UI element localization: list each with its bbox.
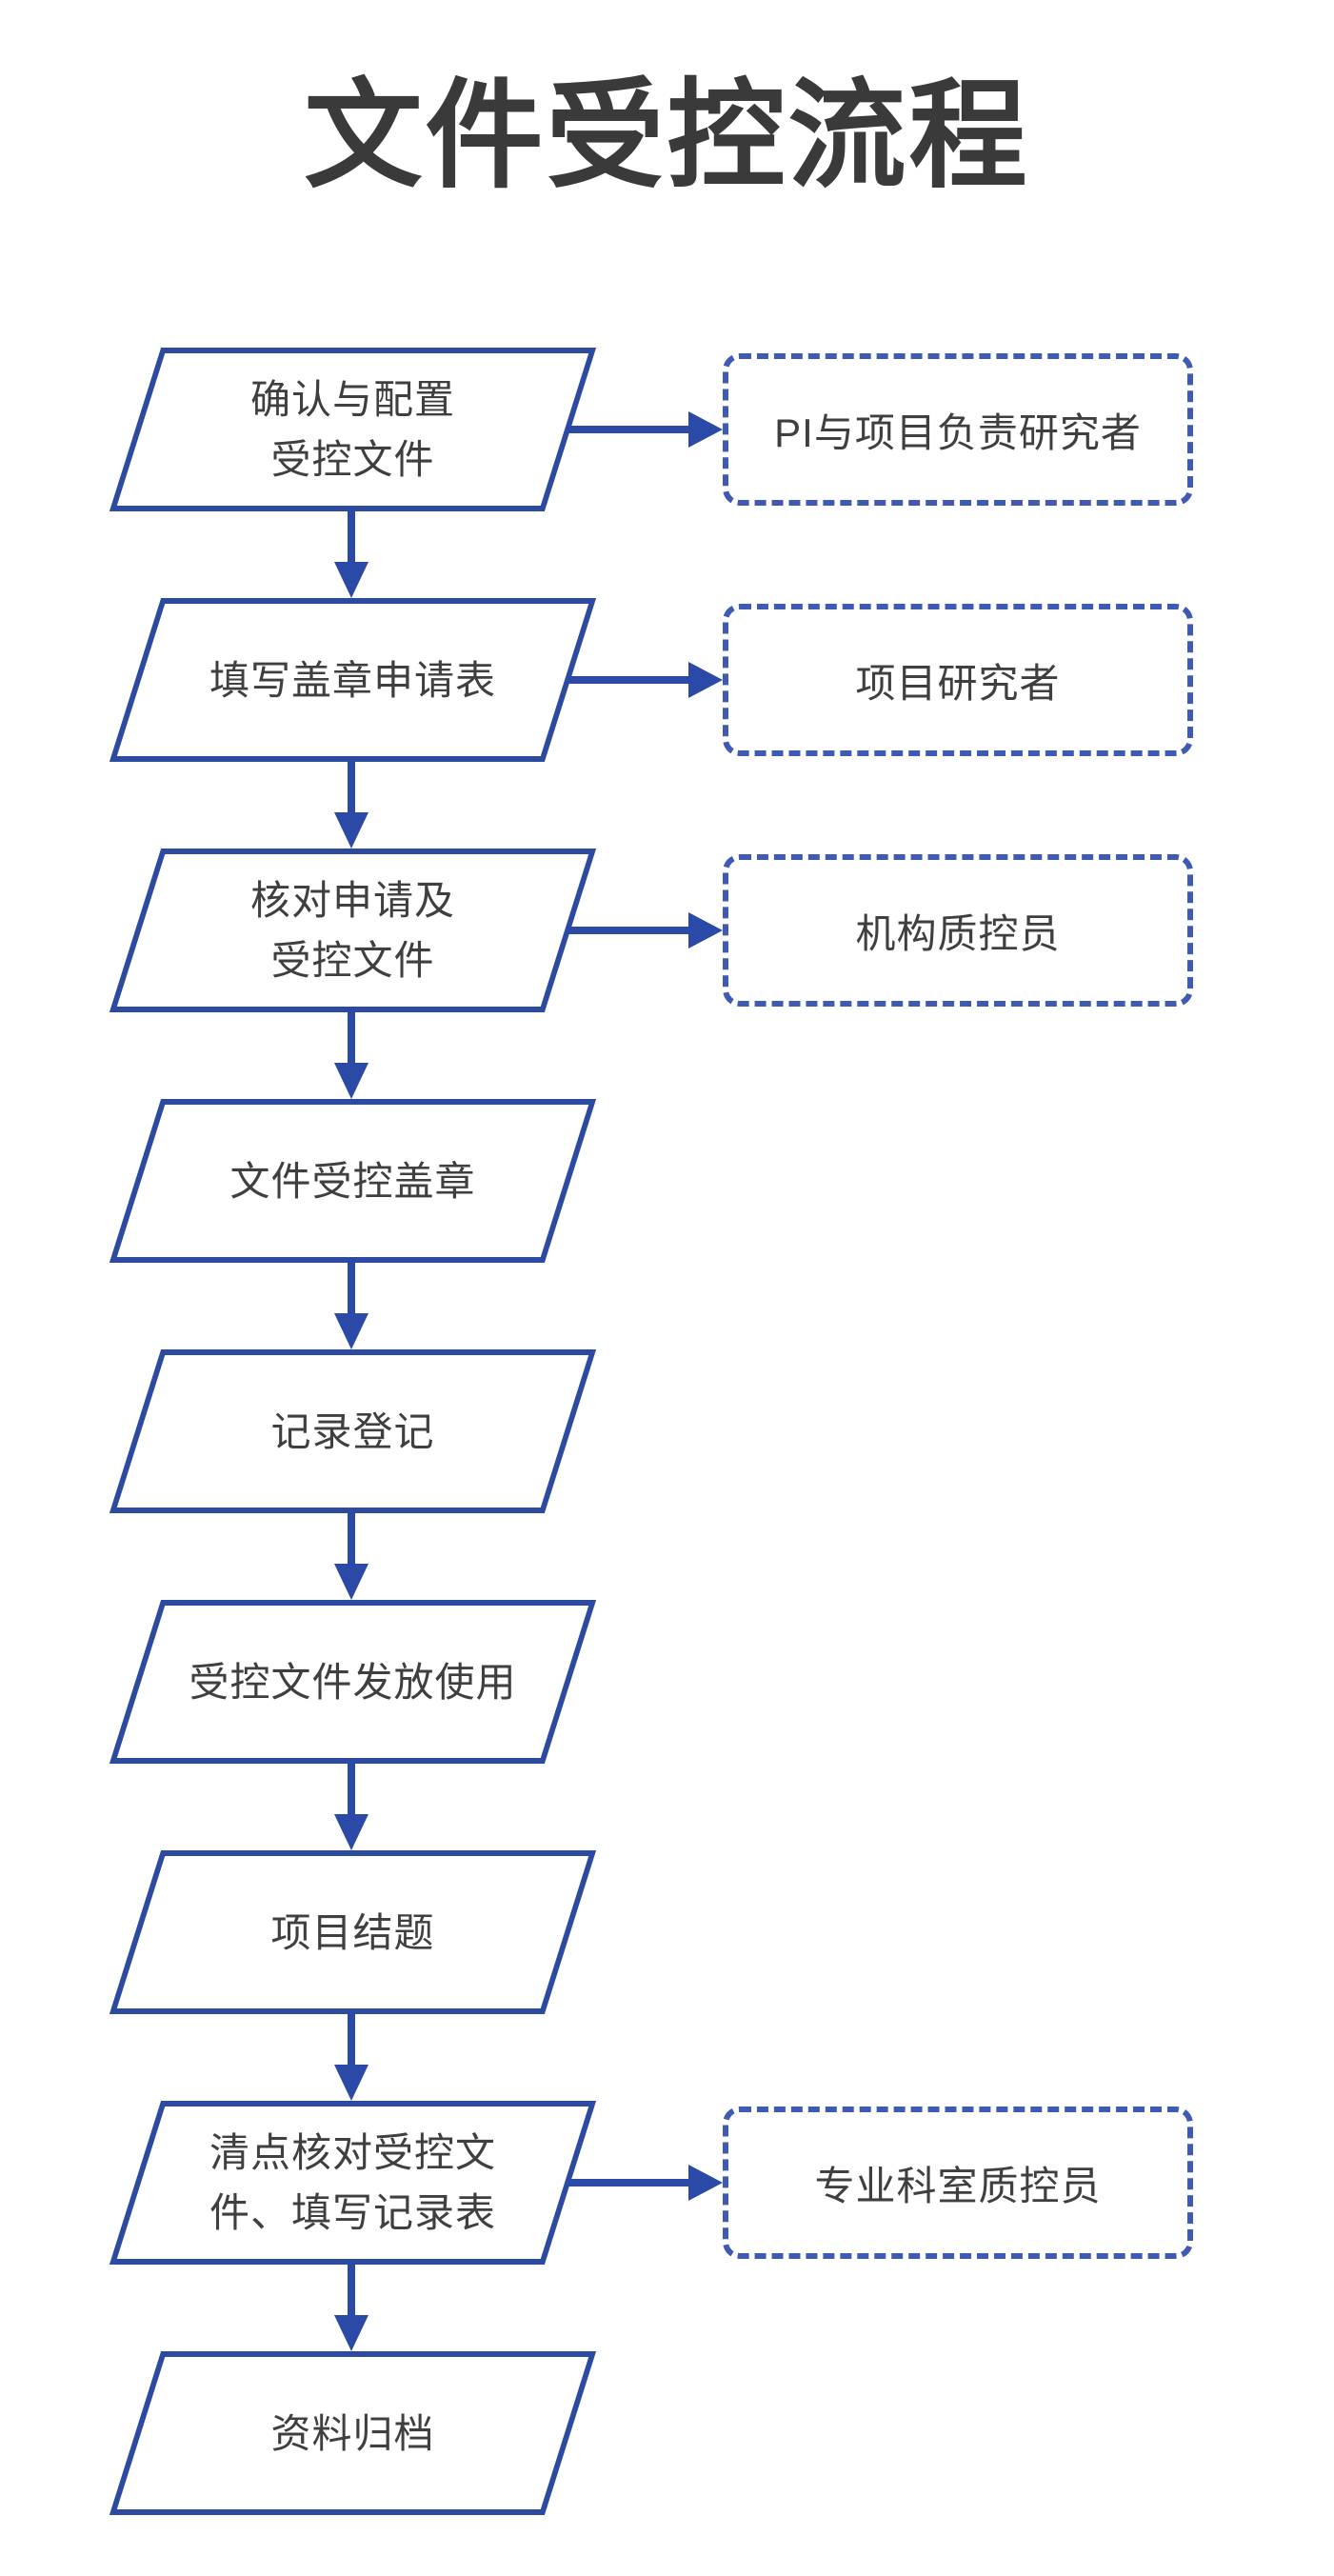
right-arrow-head-icon [688, 2165, 723, 2201]
flow-row: 清点核对受控文 件、填写记录表 专业科室质控员 [0, 2101, 1334, 2351]
right-arrow [567, 912, 723, 949]
flow-row: 记录登记 [0, 1349, 1334, 1600]
process-step-shape: 确认与配置 受控文件 [109, 348, 597, 511]
process-step-shape: 项目结题 [109, 1850, 597, 2014]
down-arrow-head-icon [334, 562, 368, 598]
process-step-shape: 资料归档 [109, 2351, 597, 2515]
responsible-role-label: 机构质控员 [855, 910, 1061, 956]
right-arrow-head-icon [688, 411, 723, 448]
right-arrow-stem [567, 426, 689, 433]
process-step-label: 清点核对受控文 件、填写记录表 [209, 2130, 496, 2235]
process-step-label: 项目结题 [270, 1909, 435, 1955]
right-arrow [567, 2165, 723, 2201]
responsible-role-label: 项目研究者 [855, 660, 1061, 706]
down-arrow-stem [348, 2014, 355, 2069]
process-step-label: 确认与配置 受控文件 [249, 377, 455, 482]
down-arrow-head-icon [334, 2315, 368, 2351]
process-step-shape: 核对申请及 受控文件 [109, 849, 597, 1012]
down-arrow-stem [348, 1764, 355, 1819]
down-arrow [334, 1513, 368, 1600]
down-arrow-head-icon [334, 1814, 368, 1850]
flow-row: 文件受控盖章 [0, 1099, 1334, 1349]
process-step-label: 记录登记 [270, 1408, 435, 1454]
responsible-role-box: 机构质控员 [723, 854, 1193, 1007]
right-arrow-head-icon [688, 912, 723, 949]
down-arrow [334, 2014, 368, 2101]
down-arrow-stem [348, 1513, 355, 1568]
down-arrow [334, 2265, 368, 2351]
down-arrow-head-icon [334, 1564, 368, 1600]
down-arrow-head-icon [334, 812, 368, 849]
page-title: 文件受控流程 [304, 70, 1030, 202]
process-step-shape: 文件受控盖章 [109, 1099, 597, 1263]
process-step-shape: 清点核对受控文 件、填写记录表 [109, 2101, 597, 2265]
down-arrow [334, 1764, 368, 1850]
responsible-role-box: 专业科室质控员 [723, 2107, 1193, 2259]
flow-row: 确认与配置 受控文件 PI与项目负责研究者 [0, 348, 1334, 598]
down-arrow [334, 511, 368, 598]
down-arrow [334, 762, 368, 849]
down-arrow-head-icon [334, 2065, 368, 2101]
flow-row: 资料归档 [0, 2351, 1334, 2576]
down-arrow-stem [348, 511, 355, 567]
process-step-shape: 记录登记 [109, 1349, 597, 1513]
responsible-role-box: 项目研究者 [723, 604, 1193, 756]
flow-row: 项目结题 [0, 1850, 1334, 2101]
down-arrow [334, 1012, 368, 1099]
right-arrow-stem [567, 676, 689, 684]
flow-row: 受控文件发放使用 [0, 1600, 1334, 1850]
right-arrow-stem [567, 2179, 689, 2187]
responsible-role-box: PI与项目负责研究者 [723, 353, 1193, 506]
right-arrow [567, 411, 723, 448]
down-arrow-head-icon [334, 1313, 368, 1349]
right-arrow-head-icon [688, 662, 723, 698]
right-arrow-stem [567, 927, 689, 934]
flow-row: 核对申请及 受控文件 机构质控员 [0, 849, 1334, 1099]
responsible-role-label: 专业科室质控员 [814, 2163, 1102, 2208]
process-step-label: 受控文件发放使用 [189, 1659, 517, 1705]
right-arrow [567, 662, 723, 698]
process-step-label: 资料归档 [270, 2410, 435, 2456]
process-step-label: 填写盖章申请表 [209, 657, 496, 703]
responsible-role-label: PI与项目负责研究者 [774, 409, 1142, 455]
process-step-shape: 受控文件发放使用 [109, 1600, 597, 1764]
down-arrow [334, 1263, 368, 1349]
down-arrow-stem [348, 1012, 355, 1068]
process-step-label: 文件受控盖章 [229, 1158, 476, 1204]
down-arrow-stem [348, 1263, 355, 1318]
flow-row: 填写盖章申请表 项目研究者 [0, 598, 1334, 849]
down-arrow-stem [348, 762, 355, 817]
process-step-label: 核对申请及 受控文件 [249, 878, 455, 983]
process-step-shape: 填写盖章申请表 [109, 598, 597, 762]
down-arrow-stem [348, 2265, 355, 2320]
down-arrow-head-icon [334, 1063, 368, 1099]
